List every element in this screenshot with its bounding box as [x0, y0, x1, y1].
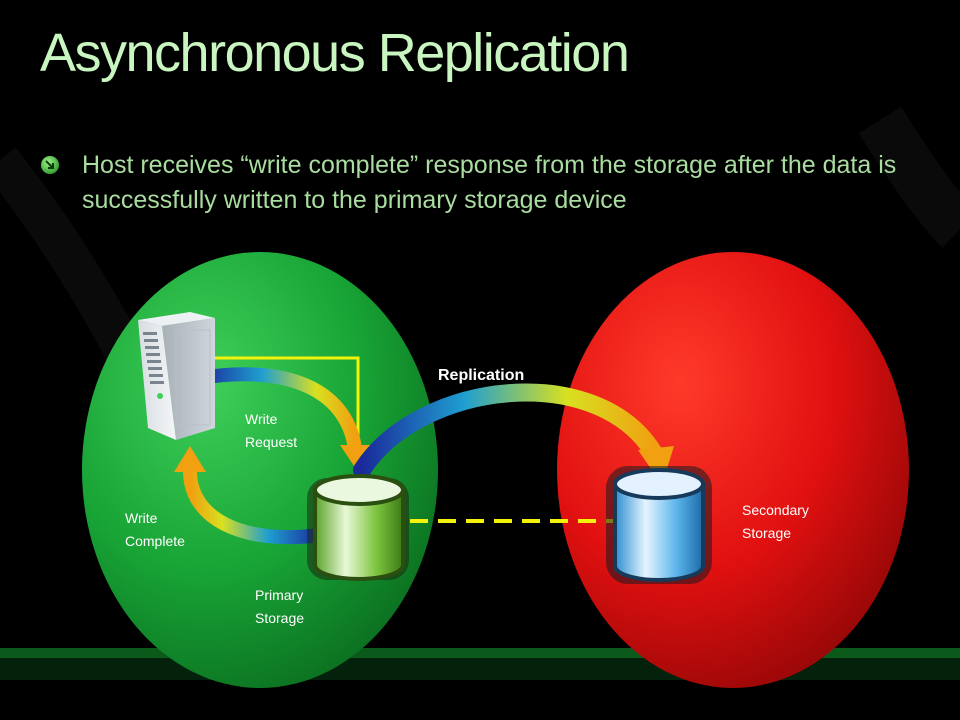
- secondary-storage-icon: [606, 466, 712, 584]
- primary-storage-label-line1: Primary: [255, 587, 304, 603]
- bullet-text: Host receives “write complete” response …: [82, 151, 897, 214]
- replication-label: Replication: [438, 367, 525, 384]
- server-icon: [138, 312, 215, 440]
- write-request-label-line1: Write: [245, 411, 278, 427]
- primary-storage-icon: [307, 474, 409, 581]
- secondary-storage-label-line2: Storage: [742, 525, 792, 541]
- write-complete-label-line1: Write: [125, 510, 158, 526]
- primary-storage-label: Primary Storage: [255, 584, 304, 630]
- write-request-arrow: [193, 367, 372, 472]
- bottom-band: [0, 648, 960, 658]
- secondary-storage-label: Secondary Storage: [742, 499, 809, 545]
- secondary-site-circle: [557, 252, 909, 688]
- write-request-label: Write Request: [245, 408, 297, 454]
- write-complete-label: Write Complete: [125, 507, 185, 553]
- host-storage-link: [210, 356, 360, 440]
- primary-storage-label-line2: Storage: [255, 610, 305, 626]
- slide-title: Asynchronous Replication: [40, 23, 630, 83]
- write-complete-arrow: [174, 446, 327, 545]
- write-complete-label-line2: Complete: [125, 533, 185, 549]
- bullet-item: Host receives “write complete” response …: [40, 148, 920, 218]
- secondary-storage-label-line1: Secondary: [742, 502, 809, 518]
- bullet-arrow-icon: [41, 156, 59, 174]
- write-request-label-line2: Request: [245, 434, 298, 450]
